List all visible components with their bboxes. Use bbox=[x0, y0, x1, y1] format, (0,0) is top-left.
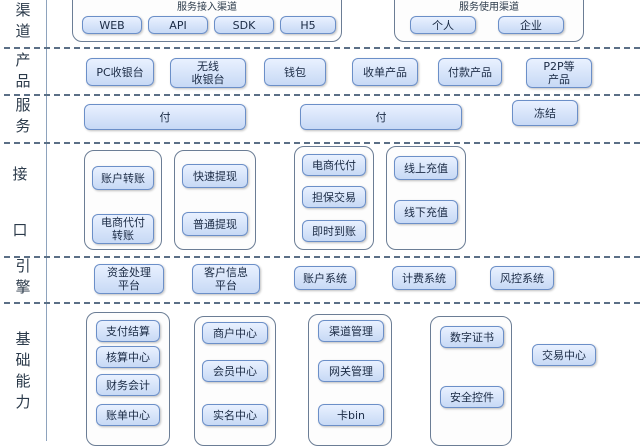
foundation-card-bin: 卡bin bbox=[318, 404, 384, 426]
engine-account-system: 账户系统 bbox=[294, 266, 356, 290]
band-label-foundation: 基础能力 bbox=[13, 331, 32, 415]
interface-fast-withdraw: 快速提现 bbox=[182, 164, 248, 188]
channel-api: API bbox=[148, 16, 208, 34]
foundation-trade-center: 交易中心 bbox=[532, 344, 596, 366]
channel-web: WEB bbox=[82, 16, 142, 34]
product-mobile-cashier: 无线 收银台 bbox=[170, 58, 246, 88]
separator-engine-foundation bbox=[4, 302, 640, 304]
service-pay-2: 付 bbox=[300, 104, 462, 130]
usage-channel-title: 服务使用渠道 bbox=[459, 2, 519, 13]
foundation-billing-center: 账单中心 bbox=[96, 404, 160, 426]
interface-normal-withdraw: 普通提现 bbox=[182, 212, 248, 236]
band-label-product: 产品 bbox=[13, 52, 32, 94]
separator-channel-product bbox=[4, 47, 640, 49]
interface-offline-topup: 线下充值 bbox=[394, 200, 458, 224]
access-channel-title: 服务接入渠道 bbox=[177, 2, 237, 13]
interface-instant-arrival: 即时到账 bbox=[302, 220, 366, 242]
service-pay-1: 付 bbox=[84, 104, 246, 130]
product-acquiring: 收单产品 bbox=[352, 58, 418, 86]
foundation-channel-management: 渠道管理 bbox=[318, 320, 384, 342]
foundation-realname-center: 实名中心 bbox=[202, 404, 268, 426]
interface-ecommerce-transfer: 电商代付 转账 bbox=[92, 214, 154, 244]
channel-personal: 个人 bbox=[410, 16, 476, 34]
engine-billing-system: 计费系统 bbox=[392, 266, 456, 290]
band-label-service: 服务 bbox=[13, 97, 32, 139]
interface-escrow-trade: 担保交易 bbox=[302, 186, 366, 208]
channel-h5: H5 bbox=[280, 16, 336, 34]
channel-enterprise: 企业 bbox=[498, 16, 564, 34]
foundation-merchant-center: 商户中心 bbox=[202, 322, 268, 344]
foundation-payment-settlement: 支付结算 bbox=[96, 320, 160, 342]
band-label-engine: 引擎 bbox=[13, 258, 32, 300]
product-payment: 付款产品 bbox=[438, 58, 502, 86]
product-p2p: P2P等 产品 bbox=[526, 58, 592, 88]
interface-ecommerce-payout: 电商代付 bbox=[302, 154, 366, 176]
label-column-divider bbox=[46, 0, 47, 441]
service-freeze: 冻结 bbox=[512, 100, 578, 126]
foundation-digital-certificate: 数字证书 bbox=[440, 326, 504, 348]
product-pc-cashier: PC收银台 bbox=[86, 58, 154, 86]
separator-product-service bbox=[4, 94, 640, 96]
interface-online-topup: 线上充值 bbox=[394, 156, 458, 180]
band-label-channel: 渠道 bbox=[13, 2, 32, 44]
product-wallet: 钱包 bbox=[264, 58, 326, 86]
foundation-security-control: 安全控件 bbox=[440, 386, 504, 408]
channel-sdk: SDK bbox=[214, 16, 274, 34]
interface-account-transfer: 账户转账 bbox=[92, 166, 154, 190]
engine-customer-info: 客户信息 平台 bbox=[192, 264, 260, 294]
engine-risk-control: 风控系统 bbox=[490, 266, 554, 290]
foundation-accounting-center: 核算中心 bbox=[96, 346, 160, 368]
separator-service-interface bbox=[4, 142, 640, 144]
foundation-financial-accounting: 财务会计 bbox=[96, 374, 160, 396]
foundation-gateway-management: 网关管理 bbox=[318, 360, 384, 382]
foundation-member-center: 会员中心 bbox=[202, 360, 268, 382]
separator-interface-engine bbox=[4, 256, 640, 258]
band-label-interface-bottom: 口 bbox=[12, 220, 34, 239]
band-label-interface-top: 接 bbox=[12, 164, 34, 183]
engine-fund-processing: 资金处理 平台 bbox=[94, 264, 164, 294]
